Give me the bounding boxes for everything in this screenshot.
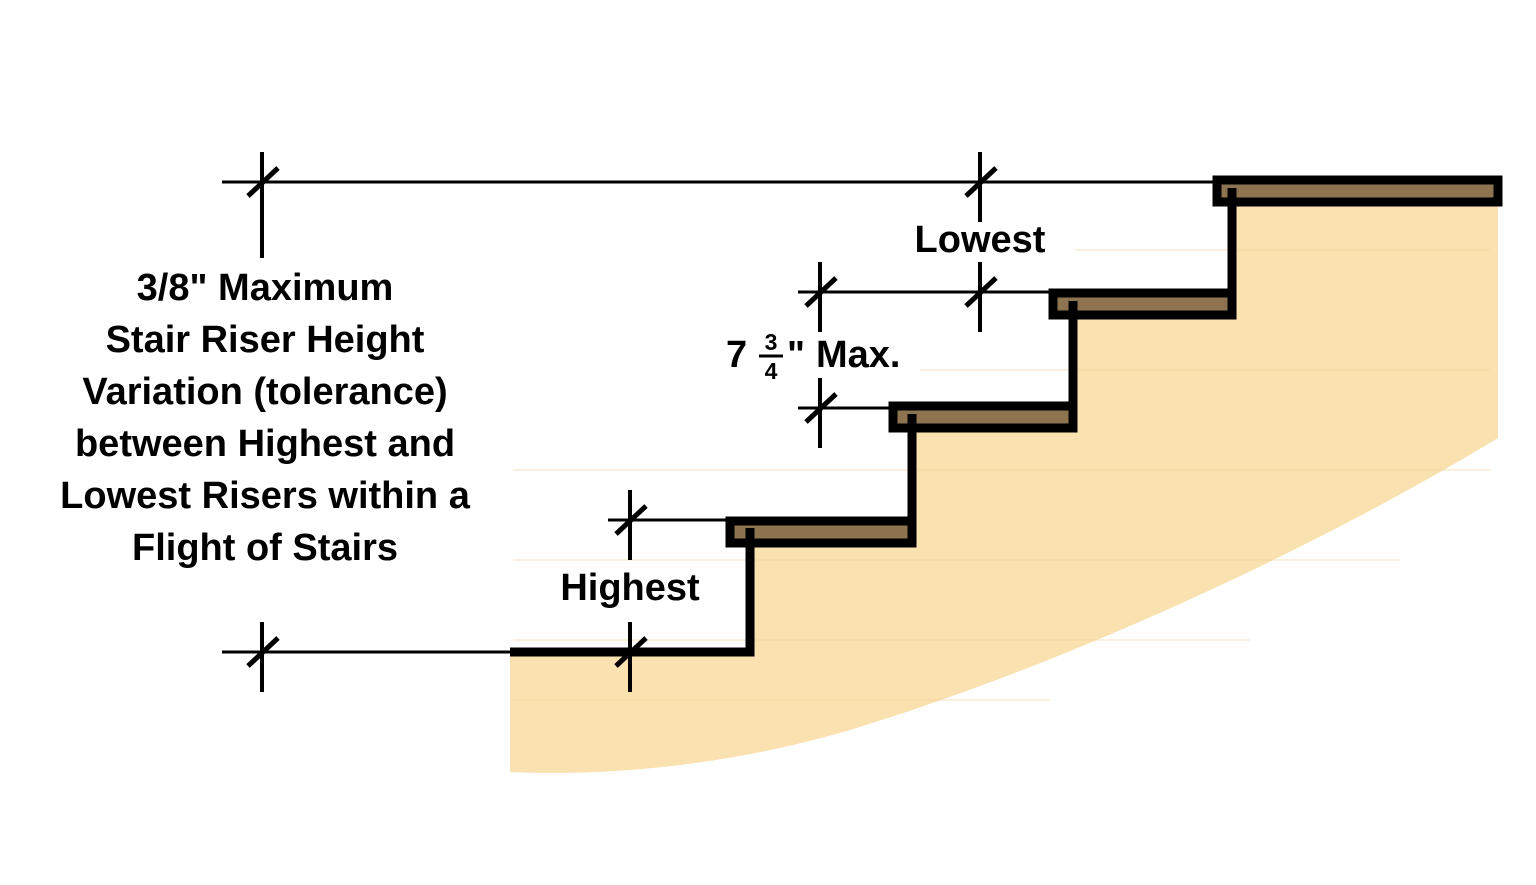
dimension-whole-number: 7: [726, 334, 747, 376]
tolerance-note-line-4: between Highest and: [75, 423, 455, 465]
stair-profile-outline: [510, 188, 1237, 657]
tolerance-note-block: 3/8" Maximum Stair Riser Height Variatio…: [60, 267, 471, 569]
lowest-riser-label: Lowest: [915, 219, 1046, 261]
dimension-line-bottom: [222, 622, 648, 692]
highest-riser-label: Highest: [560, 567, 700, 609]
dimension-qualifier: Max.: [816, 334, 900, 376]
dimension-fraction-numerator: 3: [765, 329, 778, 355]
dimension-line-highest-top: [608, 490, 733, 560]
tolerance-note-line-2: Stair Riser Height: [106, 319, 425, 361]
max-riser-dimension-label: 7 3 4 " Max.: [726, 329, 900, 384]
stair-body-fill: [510, 192, 1498, 773]
tread-step-4: [1212, 175, 1503, 207]
dimension-line-lowest-bottom: [798, 262, 1055, 332]
tolerance-note-line-5: Lowest Risers within a: [60, 475, 471, 517]
stair-body-texture: [513, 249, 1490, 701]
tread-step-3: [1048, 288, 1237, 320]
dimension-line-riser-bottom: [798, 378, 895, 448]
tolerance-note-line-3: Variation (tolerance): [82, 371, 447, 413]
tread-step-2: [888, 401, 1078, 433]
tolerance-note-line-1: 3/8" Maximum: [137, 267, 394, 309]
dimension-line-top: [222, 152, 1498, 258]
dimension-unit-mark: ": [787, 334, 805, 376]
tread-step-1: [725, 516, 917, 548]
dimension-fraction-denominator: 4: [765, 358, 778, 384]
tolerance-note-line-6: Flight of Stairs: [132, 527, 398, 569]
